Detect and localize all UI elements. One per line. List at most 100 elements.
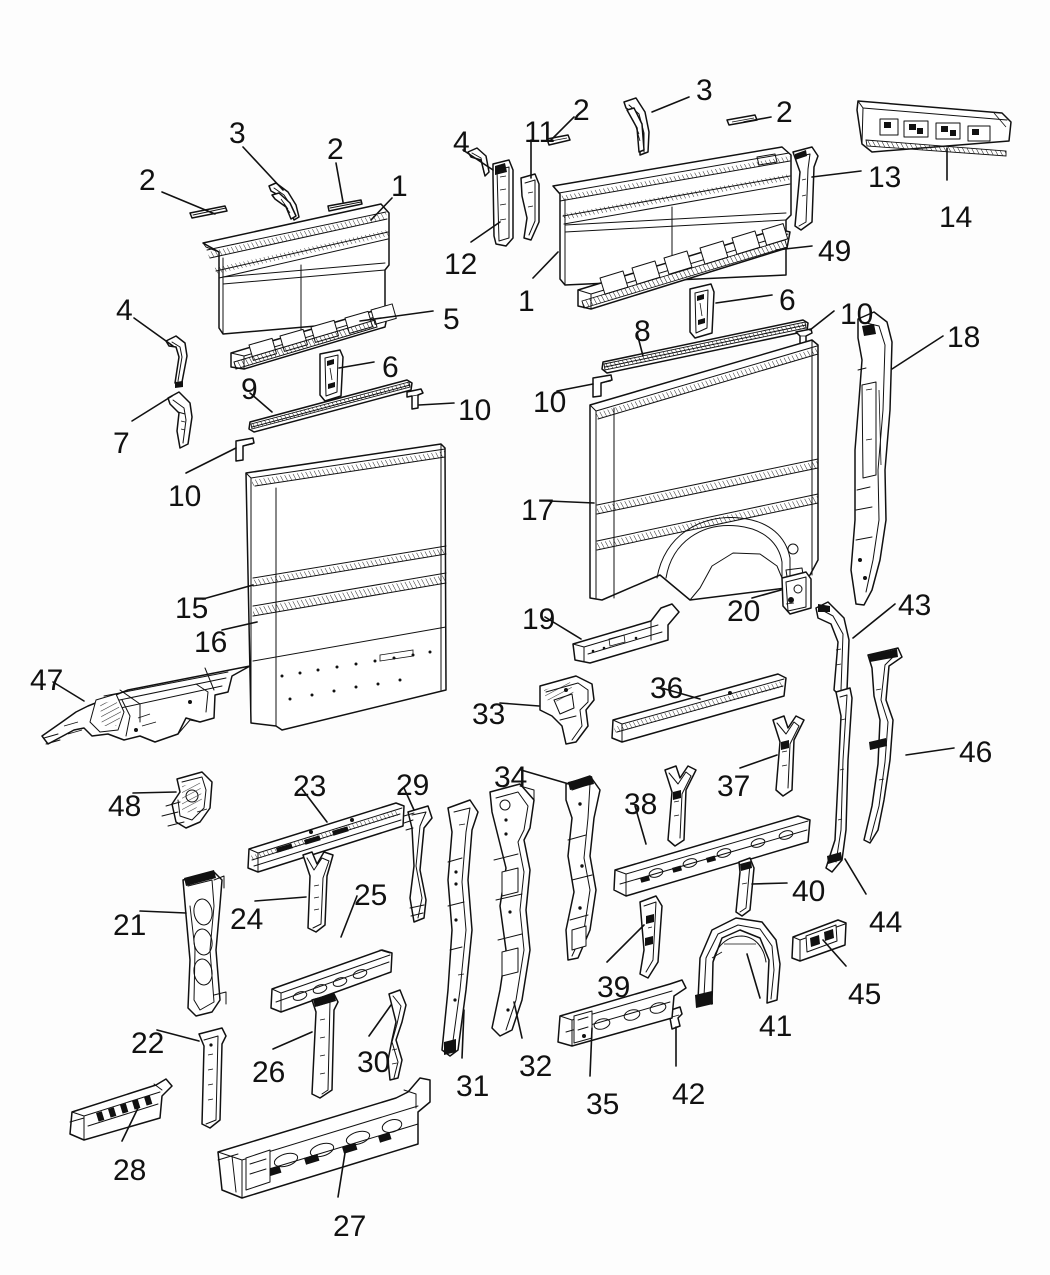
part-49-roof-rail: [577, 223, 791, 310]
part-33-bracket: [539, 675, 595, 745]
leader-line-32: [513, 1001, 523, 1039]
leader-line-7: [131, 395, 173, 422]
part-38-rocker-rail: [613, 815, 811, 897]
part-callout-3: 3: [696, 74, 713, 107]
part-11-pillar: [520, 173, 540, 241]
leader-line-12: [470, 221, 501, 243]
part-callout-1: 1: [518, 285, 535, 318]
leader-line-9: [249, 392, 273, 413]
leader-line-38: [634, 805, 647, 845]
leader-line-21: [139, 910, 187, 914]
part-callout-38: 38: [624, 788, 658, 821]
part-19-rocker: [572, 603, 680, 664]
leader-line-15: [202, 584, 254, 600]
leader-line-13: [811, 170, 862, 178]
leader-line-37: [739, 754, 778, 769]
part-callout-16: 16: [194, 626, 228, 659]
leader-line-28: [121, 1107, 139, 1142]
leader-line-1: [532, 251, 559, 279]
part-callout-12: 12: [444, 248, 478, 281]
part-callout-35: 35: [586, 1088, 620, 1121]
part-callout-40: 40: [792, 875, 826, 908]
leader-line-20: [751, 589, 782, 599]
part-29-bracket: [403, 805, 433, 923]
leader-line-48: [132, 791, 177, 794]
leader-line-30: [368, 1004, 392, 1037]
part-21-pillar: [182, 870, 227, 1017]
part-callout-28: 28: [113, 1154, 147, 1187]
leader-line-10: [809, 310, 835, 331]
part-23-rail: [247, 802, 405, 873]
part-26-pillar: [311, 993, 339, 1099]
part-17-right-body-panel: [589, 339, 819, 601]
part-callout-6: 6: [382, 351, 399, 384]
part-45-plate: [791, 919, 847, 962]
part-callout-10: 10: [533, 386, 567, 419]
leader-line-6: [715, 294, 773, 304]
part-callout-29: 29: [396, 769, 430, 802]
leader-line-8: [636, 332, 644, 357]
part-35-rail: [557, 979, 687, 1047]
leader-line-36: [657, 686, 701, 700]
part-callout-46: 46: [959, 736, 993, 769]
leader-line-3: [242, 146, 284, 191]
part-1-left-roof-panel: [202, 203, 390, 335]
part-callout-32: 32: [519, 1050, 553, 1083]
part-2-clip-c: [546, 134, 571, 146]
leader-line-17: [548, 500, 595, 504]
leader-line-40: [751, 882, 788, 885]
leader-line-34: [520, 769, 570, 785]
part-callout-48: 48: [108, 790, 142, 823]
part-callout-13: 13: [868, 161, 902, 194]
part-callout-2: 2: [776, 96, 793, 129]
leader-line-49: [775, 245, 813, 251]
part-41-wheel-arch: [695, 917, 781, 1008]
leader-line-19: [544, 616, 582, 640]
part-15-16-left-body-panel: [245, 443, 447, 731]
leader-line-39: [606, 924, 645, 963]
part-callout-43: 43: [898, 589, 932, 622]
part-10-clip-d: [592, 374, 613, 398]
part-callout-41: 41: [759, 1010, 793, 1043]
part-8-rail: [601, 319, 809, 374]
part-39-brace: [639, 895, 663, 979]
part-9-rail: [248, 379, 413, 433]
part-3-bracket-left: [268, 182, 300, 221]
part-12-pillar: [492, 159, 514, 247]
part-callout-6: 6: [779, 284, 796, 317]
part-22-pillar: [198, 1027, 227, 1129]
part-callout-4: 4: [116, 294, 133, 327]
part-callout-19: 19: [522, 603, 556, 636]
part-callout-20: 20: [727, 595, 761, 628]
part-callout-33: 33: [472, 698, 506, 731]
part-callout-21: 21: [113, 909, 147, 942]
leader-line-25: [340, 895, 358, 938]
part-callout-18: 18: [947, 321, 981, 354]
leader-line-3: [651, 96, 690, 113]
leader-line-27: [337, 1152, 346, 1198]
part-4-hook-right: [467, 147, 490, 177]
part-callout-24: 24: [230, 903, 264, 936]
leader-line-23: [301, 788, 328, 823]
part-callout-17: 17: [521, 494, 555, 527]
part-callout-9: 9: [241, 373, 258, 406]
part-callout-2: 2: [573, 94, 590, 127]
part-7-rail: [167, 391, 193, 449]
part-10-clip-a: [406, 388, 424, 410]
leader-line-47: [52, 681, 85, 702]
part-2-clip-b: [327, 199, 363, 212]
leader-line-10: [556, 383, 594, 392]
part-callout-34: 34: [494, 761, 528, 794]
part-callout-14: 14: [939, 201, 973, 234]
part-callout-42: 42: [672, 1078, 706, 1111]
part-43-bracket: [815, 601, 850, 697]
leader-line-2: [161, 191, 216, 215]
part-callout-10: 10: [840, 298, 874, 331]
part-callout-49: 49: [818, 235, 852, 268]
part-callout-31: 31: [456, 1070, 490, 1103]
part-37-bracket-left: [664, 765, 697, 847]
part-13-bracket: [792, 146, 819, 231]
part-3-bracket-right: [623, 97, 650, 156]
part-callout-25: 25: [354, 879, 388, 912]
part-callout-26: 26: [252, 1056, 286, 1089]
